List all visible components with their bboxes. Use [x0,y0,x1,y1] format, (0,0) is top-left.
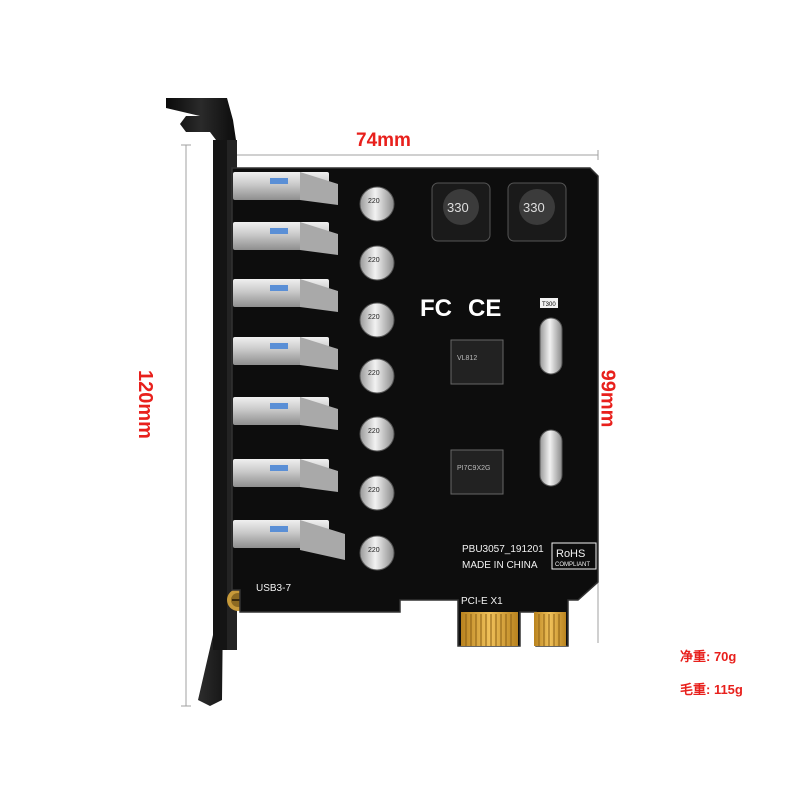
usb-port-6 [233,459,338,492]
width-dimension-label: 74mm [356,130,411,151]
usb-port-7 [233,520,345,560]
pcie-gold-fingers [461,612,566,646]
svg-text:220: 220 [368,487,380,494]
height-dimension-label: 120mm [133,370,156,439]
svg-text:220: 220 [368,428,380,435]
usb-port-2 [233,222,338,255]
inductor-label-1: 330 [447,200,469,215]
usb-port-1 [233,172,338,205]
svg-text:220: 220 [368,370,380,377]
svg-text:220: 220 [368,257,380,264]
usb-port-4 [233,337,338,370]
capacitors [359,186,395,571]
crystal-oscillators [539,317,563,487]
net-weight-label: 净重: 70g [680,649,737,664]
fcc-mark: FC [420,295,452,322]
usb-ports [233,172,345,560]
usb-port-5 [233,397,338,430]
board-height-dimension-label: 99mm [596,369,619,428]
ce-mark: CE [468,295,501,322]
controller-chips: VL812 PI7C9X2G [450,339,504,495]
chip1-label: VL812 [457,355,477,362]
crystal-label: T300 [542,302,556,308]
interface-label: PCI-E X1 [461,596,503,607]
usb-port-3 [233,279,338,312]
usb-port-label: USB3-7 [256,583,291,594]
rohs-sub-label: COMPLIANT [555,562,590,568]
svg-text:220: 220 [368,314,380,321]
board-silkscreen: PBU3057_191201 MADE IN CHINA RoHS COMPLI… [256,542,597,607]
model-label: PBU3057_191201 [462,544,544,555]
svg-text:220: 220 [368,547,380,554]
gross-weight-label: 毛重: 115g [680,682,743,697]
chip2-label: PI7C9X2G [457,465,490,472]
certification-marks: FC CE [420,295,501,322]
inductor-label-2: 330 [523,200,545,215]
svg-text:220: 220 [368,198,380,205]
rohs-label: RoHS [556,548,585,560]
inductors: 330 330 [431,182,567,242]
capacitor-labels: 220 220 220 220 220 220 220 [368,198,380,554]
origin-label: MADE IN CHINA [462,560,538,571]
